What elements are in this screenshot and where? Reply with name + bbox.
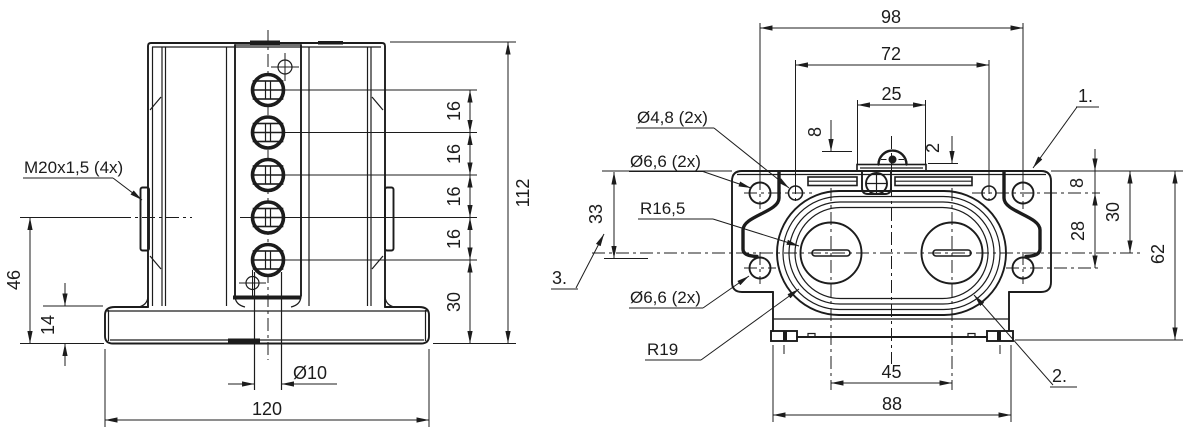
dim-16-label: 16 (444, 101, 464, 121)
dim-45: 45 (831, 362, 952, 386)
core-circle-left (799, 221, 863, 285)
front-view-dimensions: 16 16 16 16 30 112 46 14 Ø (4, 42, 533, 423)
top-view-dimensions: 98 72 25 8 2 (551, 7, 1183, 422)
callout-2-label: 2. (1052, 366, 1067, 386)
label-d66-top: Ø6,6 (2x) (629, 152, 752, 189)
core-slot-right (932, 249, 972, 257)
terminal-screw (250, 242, 286, 278)
dim-30-label: 30 (444, 292, 464, 312)
front-view-body (147, 40, 386, 308)
dim-112: 112 (505, 42, 533, 344)
dim-33-label: 33 (586, 204, 606, 224)
dim-8-right: 8 (1051, 149, 1183, 193)
dim-112-label: 112 (513, 179, 533, 208)
dim-46-label: 46 (4, 270, 24, 290)
dim-98-label: 98 (881, 7, 901, 27)
dim-120: 120 (105, 399, 429, 423)
top-view-holes (748, 181, 1035, 280)
dim-chain-16-30: 16 16 16 16 30 (444, 90, 473, 344)
callout-3-label: 3. (552, 268, 567, 288)
front-view-gland-bosses (139, 186, 395, 252)
label-d66-top-text: Ø6,6 (2x) (630, 152, 701, 171)
dim-d10-label: Ø10 (293, 363, 327, 383)
label-r19-text: R19 (647, 340, 678, 359)
label-r165: R16,5 (638, 199, 800, 247)
dim-14: 14 (38, 283, 68, 366)
dim-28: 28 (1068, 193, 1098, 268)
core-circle-right (920, 221, 984, 285)
dim-46: 46 (4, 217, 33, 344)
dim-88-label: 88 (882, 394, 902, 414)
dim-62-label: 62 (1148, 244, 1168, 264)
dim-14-label: 14 (38, 315, 58, 335)
label-r165-text: R16,5 (640, 199, 685, 218)
terminal-screw (250, 72, 286, 108)
label-d66-bottom-text: Ø6,6 (2x) (630, 288, 701, 307)
dim-72: 72 (795, 44, 990, 186)
terminal-screw (250, 115, 286, 150)
front-view-base (104, 296, 430, 345)
callout-3: 3. (551, 233, 605, 290)
terminal-screw (250, 200, 286, 235)
terminal-screw (250, 157, 286, 193)
label-r19: R19 (645, 288, 800, 361)
front-view: 16 16 16 16 30 112 46 14 Ø (4, 30, 533, 427)
dim-62: 62 (1015, 171, 1183, 341)
top-view: 98 72 25 8 2 (551, 7, 1183, 422)
dim-120-label: 120 (252, 399, 282, 419)
callout-1-label: 1. (1078, 86, 1093, 106)
callout-1: 1. (1032, 86, 1099, 169)
dim-8-top-label: 8 (805, 127, 825, 137)
dim-diameter-10: Ø10 (228, 363, 337, 387)
dim-98: 98 (759, 7, 1024, 182)
dim-8-top: 8 (805, 120, 852, 152)
dim-25: 25 (857, 84, 926, 164)
label-d48-text: Ø4,8 (2x) (637, 108, 708, 127)
dim-2-top: 2 (923, 136, 958, 164)
dim-25-label: 25 (881, 84, 901, 104)
dim-45-label: 45 (881, 362, 901, 382)
thread-label: M20x1,5 (4x) (24, 158, 123, 177)
label-d48: Ø4,8 (2x) (636, 108, 790, 189)
front-view-terminals (239, 53, 299, 296)
callout-2: 2. (973, 294, 1077, 388)
core-slot-left (811, 249, 851, 257)
dim-28-label: 28 (1068, 221, 1088, 241)
datum-crosshair (239, 53, 299, 296)
dim-88: 88 (772, 345, 1012, 422)
dim-2-top-label: 2 (923, 143, 943, 153)
dim-16-label: 16 (444, 229, 464, 249)
top-view-obround-rings (776, 190, 1007, 316)
dim-30-right-label: 30 (1103, 202, 1123, 222)
dim-30-right: 30 (1103, 171, 1133, 253)
dim-72-label: 72 (881, 44, 901, 64)
dim-16-label: 16 (444, 186, 464, 206)
dim-8-right-label: 8 (1067, 178, 1087, 188)
top-view-body (731, 149, 1052, 342)
dim-16-label: 16 (444, 144, 464, 164)
label-thread-m20: M20x1,5 (4x) (23, 158, 143, 201)
label-d66-bottom: Ø6,6 (2x) (629, 275, 750, 309)
